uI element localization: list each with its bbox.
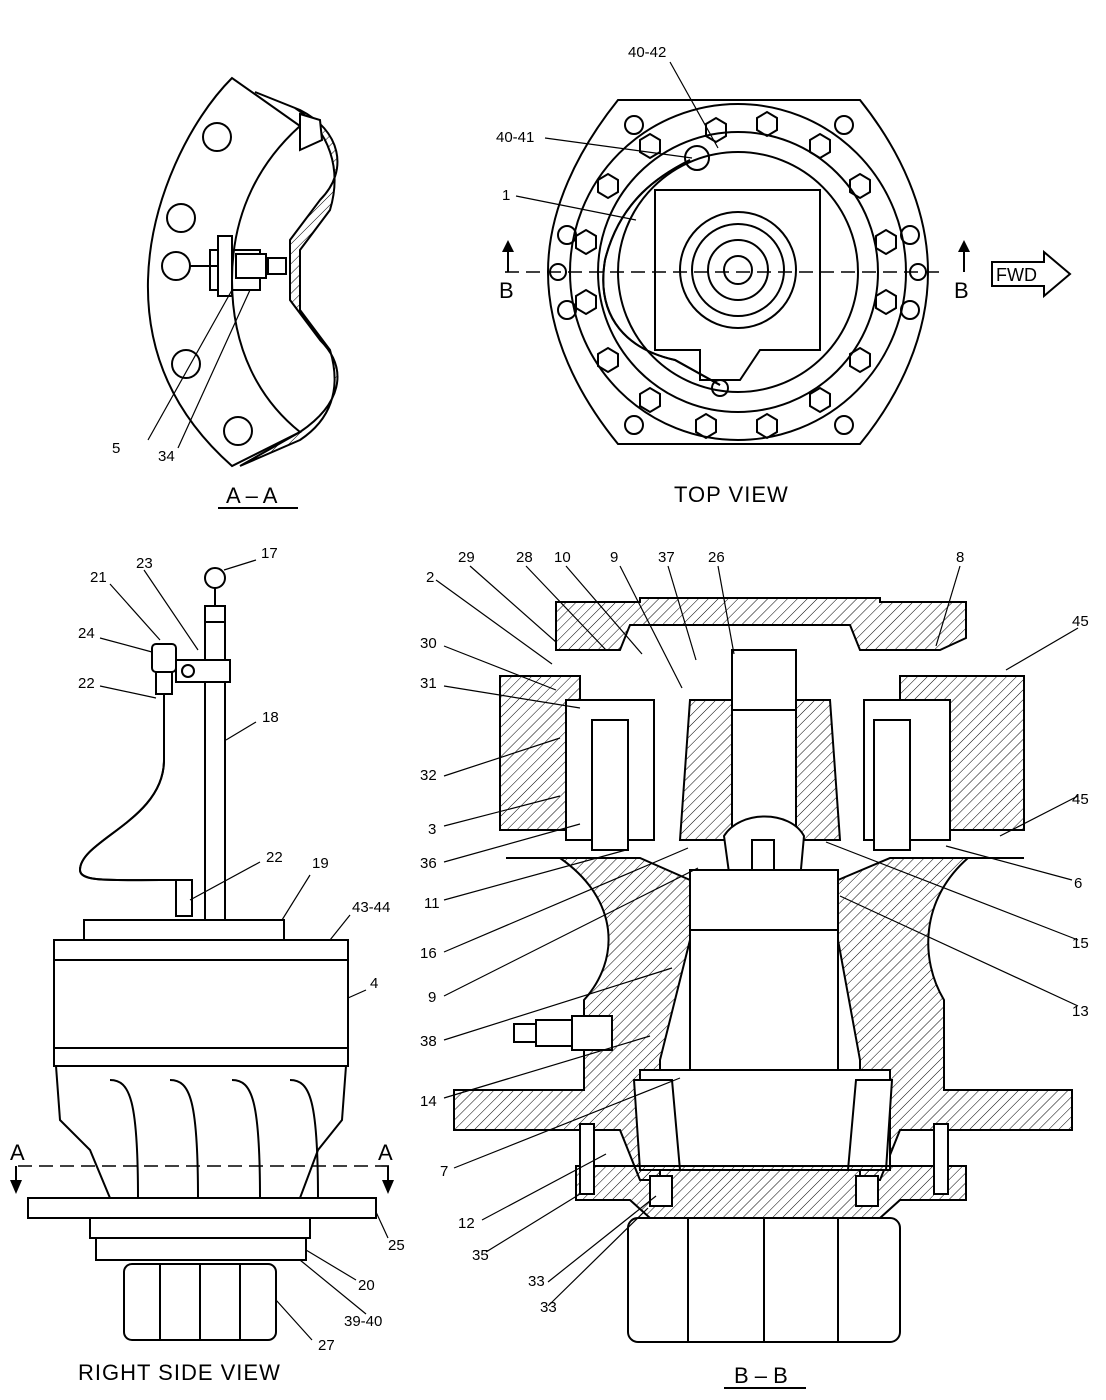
label-31: 31 bbox=[420, 675, 437, 692]
label-7: 7 bbox=[440, 1163, 448, 1180]
section-aa-view: 5 34 A – A bbox=[112, 76, 339, 509]
label-24: 24 bbox=[78, 625, 95, 642]
label-40-42: 40-42 bbox=[628, 44, 666, 61]
label-9-bottom: 9 bbox=[428, 989, 436, 1006]
label-25: 25 bbox=[388, 1237, 405, 1254]
label-43-44: 43-44 bbox=[352, 899, 390, 916]
label-23: 23 bbox=[136, 555, 153, 572]
label-35: 35 bbox=[472, 1247, 489, 1264]
fwd-arrow-label: FWD bbox=[996, 265, 1037, 285]
label-45-right: 45 bbox=[1072, 791, 1089, 808]
label-21: 21 bbox=[90, 569, 107, 586]
label-2: 2 bbox=[426, 569, 434, 586]
label-12: 12 bbox=[458, 1215, 475, 1232]
label-18: 18 bbox=[262, 709, 279, 726]
label-34: 34 bbox=[158, 448, 175, 465]
label-19: 19 bbox=[312, 855, 329, 872]
section-bb-title: B – B bbox=[734, 1363, 788, 1388]
label-37: 37 bbox=[658, 549, 675, 566]
label-11: 11 bbox=[424, 895, 440, 912]
marker-a-left: A bbox=[10, 1140, 25, 1165]
label-15: 15 bbox=[1072, 935, 1089, 952]
label-30: 30 bbox=[420, 635, 437, 652]
section-aa-title: A – A bbox=[226, 483, 278, 508]
label-29: 29 bbox=[458, 549, 475, 566]
label-38: 38 bbox=[420, 1033, 437, 1050]
label-14: 14 bbox=[420, 1093, 437, 1110]
label-36: 36 bbox=[420, 855, 437, 872]
right-side-view: A A 17 21 23 24 22 18 22 19 43-44 4 25 2 bbox=[10, 545, 405, 1385]
label-40-41: 40-41 bbox=[496, 129, 534, 146]
label-22-upper: 22 bbox=[78, 675, 95, 692]
label-22-lower: 22 bbox=[266, 849, 283, 866]
marker-a-right: A bbox=[378, 1140, 393, 1165]
right-side-view-title: RIGHT SIDE VIEW bbox=[78, 1360, 281, 1385]
label-8: 8 bbox=[956, 549, 964, 566]
label-28: 28 bbox=[516, 549, 533, 566]
label-9-top: 9 bbox=[610, 549, 618, 566]
label-16: 16 bbox=[420, 945, 437, 962]
top-view: B B FWD 40-42 40-41 1 TOP VIEW bbox=[496, 44, 1072, 507]
label-17: 17 bbox=[261, 545, 278, 562]
label-20: 20 bbox=[358, 1277, 375, 1294]
label-33-lower: 33 bbox=[540, 1299, 557, 1316]
label-26: 26 bbox=[708, 549, 725, 566]
label-6: 6 bbox=[1074, 875, 1082, 892]
top-view-title: TOP VIEW bbox=[674, 482, 789, 507]
label-33-upper: 33 bbox=[528, 1273, 545, 1290]
label-4: 4 bbox=[370, 975, 378, 992]
label-10: 10 bbox=[554, 549, 571, 566]
label-5: 5 bbox=[112, 440, 120, 457]
label-1: 1 bbox=[502, 187, 510, 204]
label-3: 3 bbox=[428, 821, 436, 838]
section-bb-view: 29 28 10 9 37 26 8 2 45 30 31 32 3 45 36… bbox=[420, 549, 1089, 1389]
marker-b-left: B bbox=[499, 278, 514, 303]
label-32: 32 bbox=[420, 767, 437, 784]
label-45-top: 45 bbox=[1072, 613, 1089, 630]
label-13: 13 bbox=[1072, 1003, 1089, 1020]
marker-b-right: B bbox=[954, 278, 969, 303]
label-27: 27 bbox=[318, 1337, 335, 1354]
label-39-40: 39-40 bbox=[344, 1313, 382, 1330]
